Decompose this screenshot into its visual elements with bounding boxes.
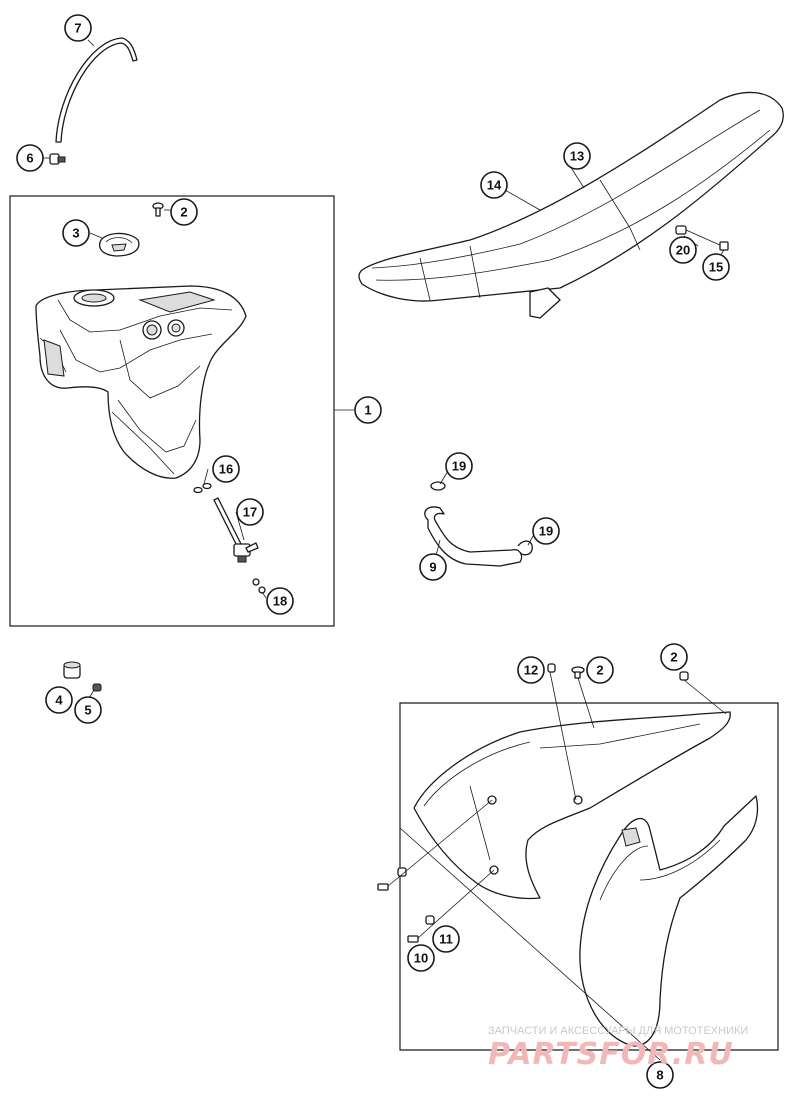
fuel-tank: [35, 285, 247, 479]
breather-valve: [49, 153, 66, 165]
svg-text:3: 3: [72, 226, 79, 241]
callout-17: 17: [236, 498, 264, 526]
screw-top: [152, 202, 164, 217]
callout-13: 13: [563, 142, 591, 170]
screw-2b: [571, 666, 585, 679]
callout-6: 6: [16, 144, 44, 172]
bolt-left: [377, 867, 407, 891]
svg-text:18: 18: [273, 594, 287, 609]
callout-11: 11: [432, 925, 460, 953]
svg-text:2: 2: [670, 650, 677, 665]
o-rings: [193, 482, 212, 494]
filler-cap: [98, 232, 140, 257]
callout-15: 15: [702, 253, 730, 281]
svg-text:11: 11: [439, 932, 453, 947]
callout-2-right: 2: [660, 643, 688, 671]
svg-text:7: 7: [74, 21, 81, 36]
svg-text:4: 4: [55, 693, 63, 708]
spoiler-group-frame: [399, 702, 779, 1051]
callout-9: 9: [419, 553, 447, 581]
spoiler-left: [413, 711, 731, 900]
callout-19-right: 19: [532, 517, 560, 545]
svg-text:13: 13: [570, 149, 584, 164]
seat-bolt: [675, 225, 729, 251]
breather-hose: [424, 481, 533, 567]
callout-19-top: 19: [445, 452, 473, 480]
watermark-tagline: ЗАПЧАСТИ И АКСЕССУАРЫ ДЛЯ МОТОТЕХНИКИ: [488, 1025, 748, 1037]
svg-text:19: 19: [539, 524, 553, 539]
callout-1: 1: [354, 396, 382, 424]
svg-text:5: 5: [84, 703, 91, 718]
svg-text:16: 16: [219, 462, 233, 477]
svg-text:10: 10: [414, 951, 428, 966]
watermark-brand: PARTSFOR.RU: [488, 1037, 734, 1072]
vent-hose: [55, 37, 138, 143]
callout-20: 20: [669, 236, 697, 264]
svg-text:6: 6: [26, 151, 33, 166]
svg-text:14: 14: [487, 178, 502, 193]
callout-2-top: 2: [170, 198, 198, 226]
callout-3: 3: [62, 219, 90, 247]
tap-screws: [252, 578, 266, 594]
washer-11: [425, 915, 435, 925]
screw-2c: [679, 671, 689, 681]
spoiler-right: [579, 795, 759, 1047]
fuel-tank-group-frame: [9, 195, 335, 627]
bushing-bolt: [92, 683, 102, 692]
bushing: [63, 661, 81, 679]
callout-10: 10: [407, 944, 435, 972]
svg-text:20: 20: [676, 243, 690, 258]
svg-text:2: 2: [596, 663, 603, 678]
callout-8: 8: [646, 1061, 674, 1089]
svg-text:1: 1: [364, 403, 371, 418]
svg-text:9: 9: [429, 560, 436, 575]
svg-text:8: 8: [656, 1068, 663, 1083]
callout-7: 7: [64, 14, 92, 42]
callout-12: 12: [517, 656, 545, 684]
fuel-tap: [213, 497, 259, 563]
callout-14: 14: [480, 171, 508, 199]
svg-text:17: 17: [243, 505, 257, 520]
svg-text:2: 2: [180, 205, 187, 220]
callout-4: 4: [45, 686, 73, 714]
seat: [358, 91, 784, 319]
screw-12: [547, 663, 556, 673]
bolt-10: [407, 935, 419, 943]
svg-text:19: 19: [452, 459, 466, 474]
callout-16: 16: [212, 455, 240, 483]
svg-text:12: 12: [524, 663, 538, 678]
callout-2-mid: 2: [586, 656, 614, 684]
callout-5: 5: [74, 696, 102, 724]
callout-18: 18: [266, 587, 294, 615]
svg-text:15: 15: [709, 260, 723, 275]
